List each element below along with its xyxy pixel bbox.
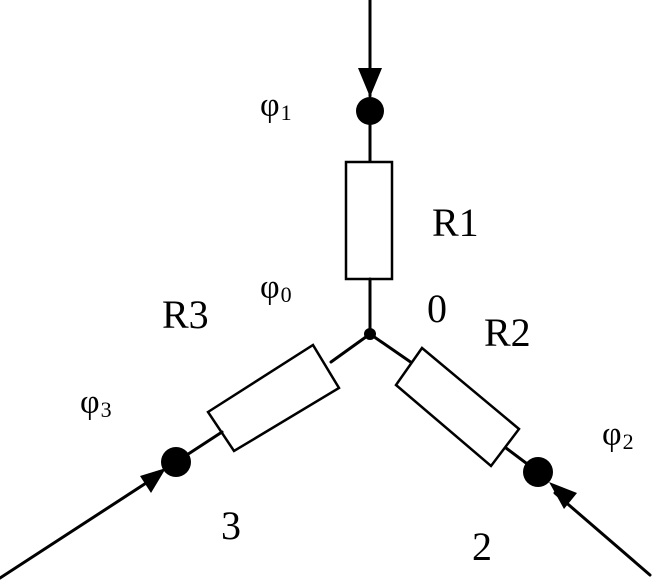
label-phi-1: φ1 — [260, 87, 292, 125]
resistor-r1 — [344, 160, 394, 281]
label-node-2: 2 — [472, 524, 492, 569]
arrow-1-icon — [358, 68, 382, 97]
arrow-3-icon — [140, 468, 166, 493]
label-phi-2: φ2 — [602, 416, 634, 454]
label-phi-0: φ0 — [260, 269, 292, 307]
label-r1: R1 — [432, 200, 479, 245]
terminal-node-1 — [356, 97, 384, 125]
input-wire-2 — [553, 491, 652, 577]
label-node-3: 3 — [221, 503, 241, 548]
resistor-r2 — [394, 346, 521, 468]
label-r2: R2 — [484, 310, 531, 355]
label-r3: R3 — [162, 292, 209, 337]
terminal-node-2 — [523, 457, 553, 487]
wire-2-upper — [368, 332, 414, 365]
terminal-node-3 — [161, 447, 191, 477]
label-phi-3: φ3 — [80, 384, 112, 422]
wire-3-upper — [329, 332, 372, 364]
input-wire-3 — [0, 472, 162, 580]
resistor-r3 — [206, 343, 341, 453]
junction-node-0 — [364, 328, 376, 340]
label-node-0: 0 — [427, 286, 447, 331]
arrow-2-icon — [549, 482, 577, 509]
